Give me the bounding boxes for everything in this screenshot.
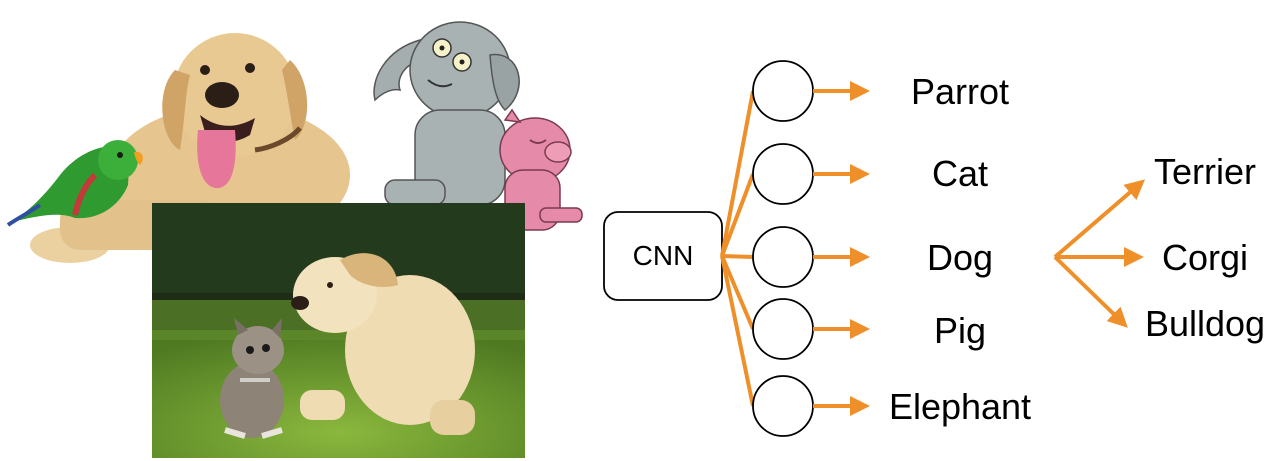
- fanout-line-dog: [721, 254, 754, 259]
- class-label: Pig: [934, 310, 986, 351]
- class-node: [752, 375, 814, 437]
- class-label: Elephant: [889, 386, 1031, 427]
- subclass-arrow-terrier: [1053, 179, 1146, 259]
- cnn-fanout: [720, 90, 755, 407]
- class-label: Dog: [927, 237, 993, 278]
- subclass-label-corgi: Corgi: [1162, 237, 1248, 278]
- class-row-pig: Pig: [752, 298, 986, 360]
- class-node: [752, 226, 814, 288]
- class-row-parrot: Parrot: [752, 60, 1009, 122]
- class-row-elephant: Elephant: [752, 375, 1031, 437]
- class-node: [752, 60, 814, 122]
- cnn-box: CNN: [603, 211, 723, 301]
- fanout-line-pig: [720, 255, 755, 330]
- fanout-line-parrot: [720, 90, 755, 257]
- class-label: Parrot: [911, 71, 1009, 112]
- fanout-line-cat: [720, 173, 755, 257]
- class-row-dog: Dog: [752, 226, 993, 288]
- subclass-label-bulldog: Bulldog: [1145, 303, 1265, 344]
- cnn-label: CNN: [633, 240, 694, 271]
- fanout-line-elephant: [720, 255, 755, 407]
- subclass-arrow-bulldog: [1053, 255, 1128, 328]
- class-label: Cat: [932, 153, 988, 194]
- class-node: [752, 143, 814, 205]
- subclass-label-terrier: Terrier: [1154, 151, 1256, 192]
- dog-subclass-arrows: [1053, 179, 1146, 328]
- class-row-cat: Cat: [752, 143, 988, 205]
- class-node: [752, 298, 814, 360]
- kitten-and-puppy-photo: [152, 203, 525, 458]
